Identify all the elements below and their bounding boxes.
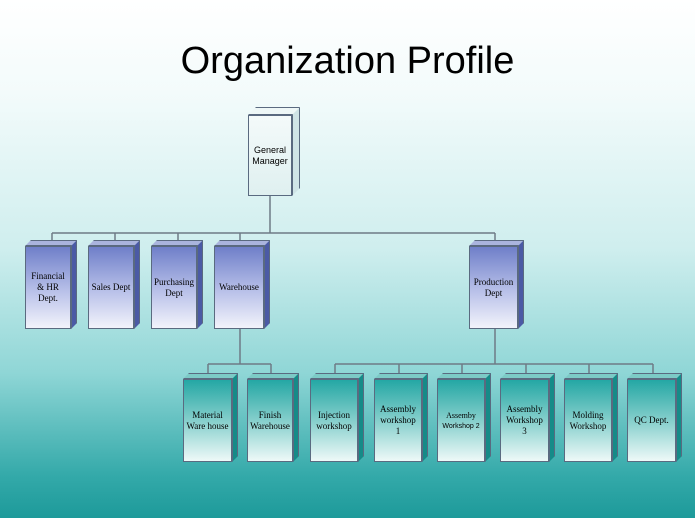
- node-assembly-workshop-1: Assembly workshop 1: [374, 373, 428, 462]
- node-sales-label: Sales Dept: [88, 246, 134, 329]
- node-purchasing: Purchasing Dept: [151, 240, 203, 329]
- node-finish-warehouse-label: Finish Warehouse: [247, 379, 293, 462]
- node-material-warehouse: Material Ware house: [183, 373, 238, 462]
- node-purchasing-label: Purchasing Dept: [151, 246, 197, 329]
- node-assembly-workshop-2-label: Assemby Workshop 2: [437, 379, 485, 462]
- node-general-manager: General Manager: [248, 107, 300, 196]
- node-general-manager-label: General Manager: [248, 115, 292, 196]
- node-molding-workshop: Molding Workshop: [564, 373, 618, 462]
- node-warehouse-label: Warehouse: [214, 246, 264, 329]
- node-assembly-workshop-2: Assemby Workshop 2: [437, 373, 491, 462]
- node-qc-dept: QC Dept.: [627, 373, 682, 462]
- node-warehouse: Warehouse: [214, 240, 270, 329]
- node-injection-workshop: Injection workshop: [310, 373, 364, 462]
- node-production-label: Production Dept: [469, 246, 518, 329]
- node-injection-workshop-label: Injection workshop: [310, 379, 358, 462]
- node-assembly-workshop-3-label: Assembly Workshop 3: [500, 379, 549, 462]
- page-title: Organization Profile: [180, 40, 515, 82]
- node-qc-dept-label: QC Dept.: [627, 379, 676, 462]
- node-sales: Sales Dept: [88, 240, 140, 329]
- node-production: Production Dept: [469, 240, 524, 329]
- assembly2-line1: Assemby: [446, 410, 476, 420]
- node-assembly-workshop-3: Assembly Workshop 3: [500, 373, 555, 462]
- node-molding-workshop-label: Molding Workshop: [564, 379, 612, 462]
- node-financial-hr-label: Financial & HR Dept.: [25, 246, 71, 329]
- node-material-warehouse-label: Material Ware house: [183, 379, 232, 462]
- node-assembly-workshop-1-label: Assembly workshop 1: [374, 379, 422, 462]
- assembly2-line2: Workshop 2: [442, 422, 480, 430]
- node-finish-warehouse: Finish Warehouse: [247, 373, 299, 462]
- node-financial-hr: Financial & HR Dept.: [25, 240, 77, 329]
